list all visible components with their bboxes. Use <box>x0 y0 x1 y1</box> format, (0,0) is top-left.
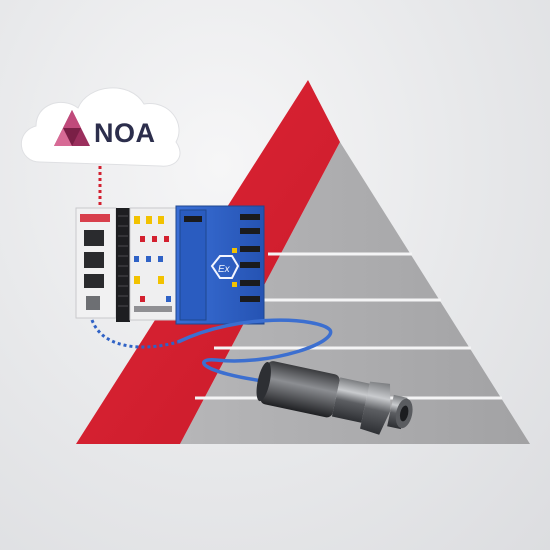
noa-brand-text: NOA <box>94 118 156 148</box>
ex-symbol-icon: Ex <box>210 255 240 279</box>
cloud-icon <box>20 87 181 167</box>
io-terminals <box>129 207 177 321</box>
pressure-sensor <box>256 361 413 435</box>
controller-unit <box>75 207 117 319</box>
sensor-cable <box>177 318 333 384</box>
ex-io-module <box>175 205 265 325</box>
heatsink <box>116 208 130 322</box>
svg-text:Ex: Ex <box>218 264 231 275</box>
noa-logo-icon <box>54 110 90 146</box>
